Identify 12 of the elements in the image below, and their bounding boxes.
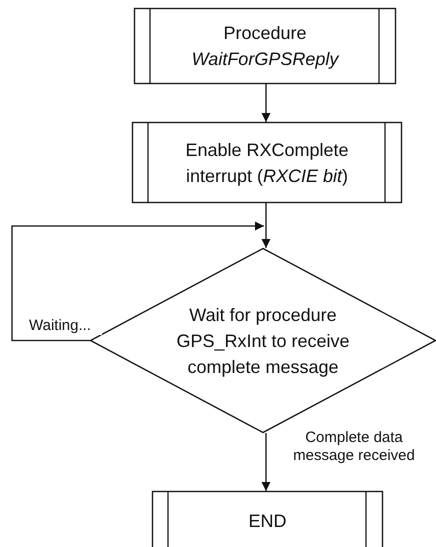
node-text: Wait for procedure GPS_RxInt to receive complete message — [175, 304, 351, 379]
node-text: END — [247, 510, 288, 533]
arrow — [262, 203, 270, 248]
decision-diamond — [90, 248, 436, 433]
process-box — [132, 122, 402, 203]
arrow — [262, 433, 270, 491]
node-text: Procedure WaitForGPSReply — [190, 22, 340, 71]
process-box — [152, 491, 383, 547]
arrow — [262, 84, 270, 122]
arrow — [11, 222, 264, 342]
process-box — [134, 8, 396, 84]
node-text: Enable RXComplete interrupt (RXCIE bit) — [184, 138, 350, 188]
